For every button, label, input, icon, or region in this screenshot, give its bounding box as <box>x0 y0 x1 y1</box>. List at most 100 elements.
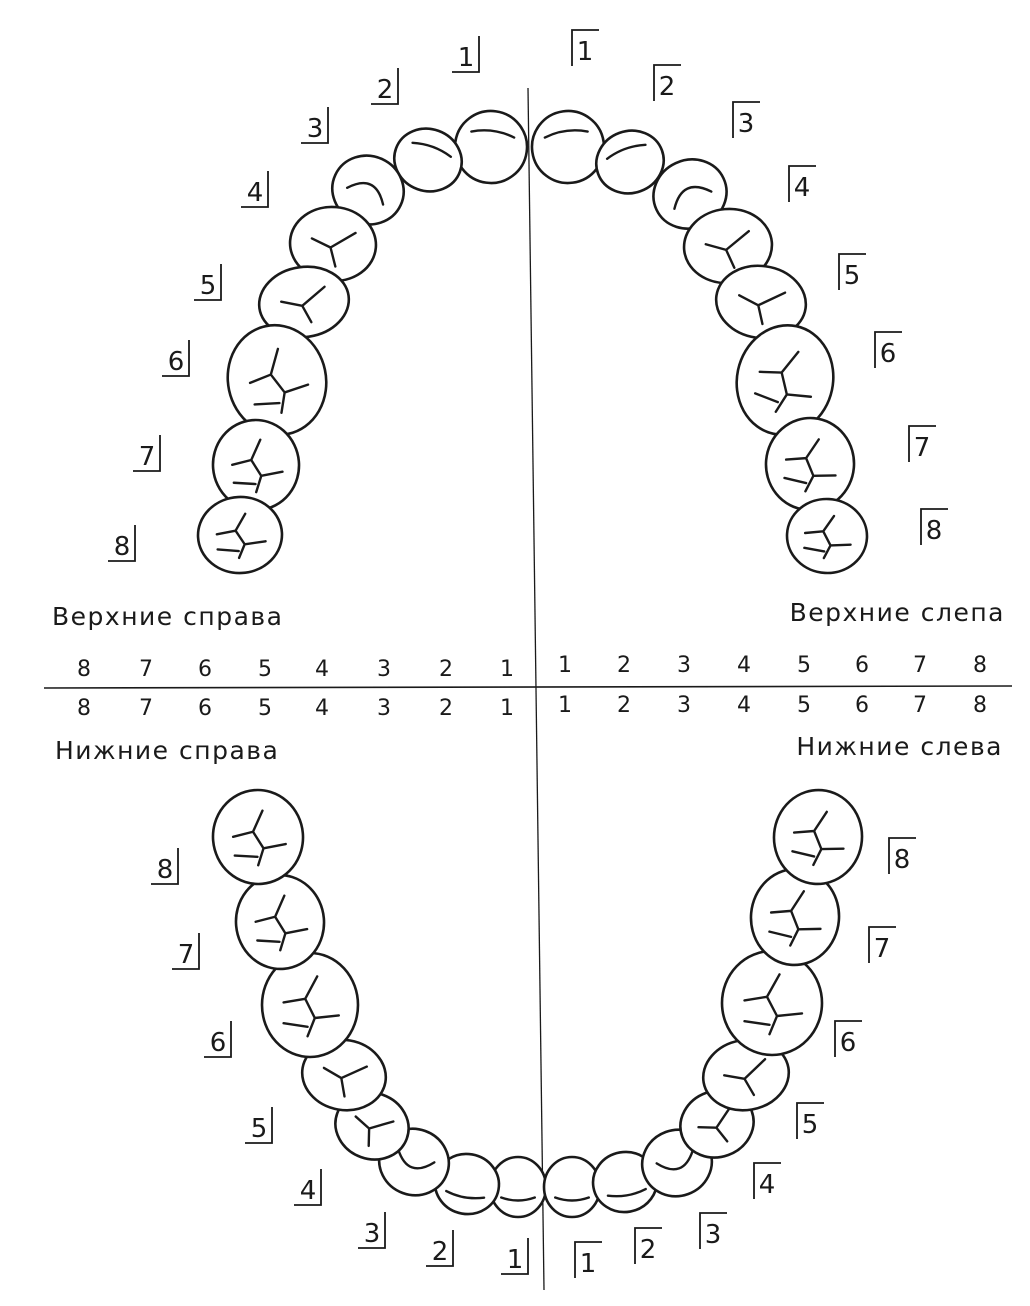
label-upper-right-2: 2 <box>371 68 399 105</box>
tooth-upper-left-8 <box>785 497 869 575</box>
tooth-number: 4 <box>300 1176 317 1206</box>
tooth-bracket <box>834 1020 862 1057</box>
tooth-number: 6 <box>840 1028 857 1058</box>
tooth-number: 1 <box>580 1249 597 1279</box>
tooth-upper-right-8 <box>196 495 284 575</box>
tooth-outline <box>300 1038 388 1112</box>
tooth-number: 8 <box>114 532 131 562</box>
formula-lower-right-6: 3 <box>377 696 391 721</box>
tooth-bracket <box>358 1212 386 1249</box>
label-upper-right-1: 1 <box>452 36 480 73</box>
tooth-fissure <box>231 809 287 867</box>
tooth-outline <box>393 127 463 193</box>
tooth-number: 1 <box>507 1245 524 1275</box>
tooth-bracket <box>172 933 200 970</box>
label-lower-left-8: 8 <box>888 837 916 875</box>
tooth-number: 8 <box>926 516 943 546</box>
tooth-number: 5 <box>844 261 861 291</box>
label-upper-right: Верхние справа <box>52 602 283 631</box>
tooth-bracket <box>571 29 599 66</box>
tooth-fissure <box>606 1187 647 1198</box>
formula-lower-left-4: 4 <box>737 693 751 718</box>
tooth-bracket <box>574 1241 602 1278</box>
formula-upper-right-8: 1 <box>500 657 514 682</box>
formula-lower-left-8: 8 <box>973 693 987 718</box>
tooth-upper-left-1 <box>530 109 606 185</box>
tooth-lower-right-8 <box>211 788 305 886</box>
tooth-number: 7 <box>139 442 156 472</box>
tooth-number: 2 <box>377 75 394 105</box>
tooth-bracket <box>204 1021 232 1058</box>
label-lower-left-3: 3 <box>699 1212 727 1250</box>
tooth-fissure <box>215 512 267 560</box>
label-upper-left-2: 2 <box>653 64 681 102</box>
tooth-fissure <box>743 973 804 1036</box>
label-lower-right-4: 4 <box>294 1169 322 1206</box>
tooth-number: 3 <box>364 1219 381 1249</box>
formula-lower-right-5: 4 <box>315 696 329 721</box>
tooth-number: 7 <box>874 934 891 964</box>
tooth-upper-right-1 <box>453 109 529 185</box>
tooth-lower-left-1 <box>542 1155 602 1219</box>
label-upper-left-5: 5 <box>838 253 866 291</box>
formula-upper-right-2: 7 <box>139 657 153 682</box>
label-upper-right-8: 8 <box>108 525 136 562</box>
formula-horizontal-line <box>43 685 1013 689</box>
tooth-fissure <box>470 129 516 139</box>
tooth-bracket <box>294 1169 322 1206</box>
tooth-fissure <box>310 231 357 268</box>
tooth-fissure <box>500 1196 536 1202</box>
label-upper-left-4: 4 <box>788 165 816 203</box>
tooth-bracket <box>162 340 190 377</box>
formula-upper-left-2: 2 <box>617 653 631 678</box>
tooth-upper-left-4 <box>682 207 774 285</box>
tooth-lower-left-8 <box>772 788 864 886</box>
tooth-number: 2 <box>659 72 676 102</box>
tooth-outline <box>211 788 305 886</box>
tooth-outline <box>785 497 869 575</box>
tooth-fissure <box>254 894 309 952</box>
tooth-number: 8 <box>894 845 911 875</box>
label-upper-left-1: 1 <box>571 29 599 67</box>
tooth-bracket <box>133 435 161 472</box>
formula-lower-left-2: 2 <box>617 693 631 718</box>
tooth-fissure <box>396 1148 436 1170</box>
tooth-number: 2 <box>640 1235 657 1265</box>
formula-upper-right-6: 3 <box>377 657 391 682</box>
tooth-bracket <box>501 1238 529 1275</box>
tooth-bracket <box>108 525 136 562</box>
label-lower-left-4: 4 <box>753 1162 781 1200</box>
tooth-bracket <box>888 837 916 874</box>
tooth-fissure <box>411 141 453 158</box>
label-upper-right-3: 3 <box>301 107 329 144</box>
teeth <box>196 109 869 1219</box>
label-lower-right-8: 8 <box>151 848 179 885</box>
tooth-outline <box>735 323 835 437</box>
tooth-bracket <box>868 926 896 963</box>
tooth-number: 1 <box>458 43 475 73</box>
formula-upper-left-3: 3 <box>677 653 691 678</box>
tooth-lower-left-6 <box>720 949 824 1057</box>
formula-lower-right-3: 6 <box>198 696 212 721</box>
tooth-fissure <box>231 438 284 494</box>
tooth-bracket <box>452 36 480 73</box>
tooth-fissure <box>723 1058 767 1097</box>
formula-lower-left-3: 3 <box>677 693 691 718</box>
tooth-upper-left-7 <box>764 416 856 512</box>
tooth-fissure <box>704 229 750 269</box>
formula-lower-right-2: 7 <box>139 696 153 721</box>
tooth-fissure <box>791 810 845 867</box>
tooth-outline <box>257 265 351 339</box>
tooth-fissure <box>445 1189 486 1200</box>
tooth-fissure <box>543 129 589 139</box>
tooth-bracket <box>301 107 329 144</box>
tooth-bracket <box>241 171 269 208</box>
tooth-upper-left-2 <box>595 129 665 195</box>
tooth-fissure <box>768 890 822 947</box>
tooth-number: 3 <box>307 114 324 144</box>
tooth-number: 4 <box>247 178 264 208</box>
tooth-bracket <box>151 848 179 885</box>
tooth-outline <box>196 495 284 575</box>
tooth-fissure <box>738 291 787 326</box>
